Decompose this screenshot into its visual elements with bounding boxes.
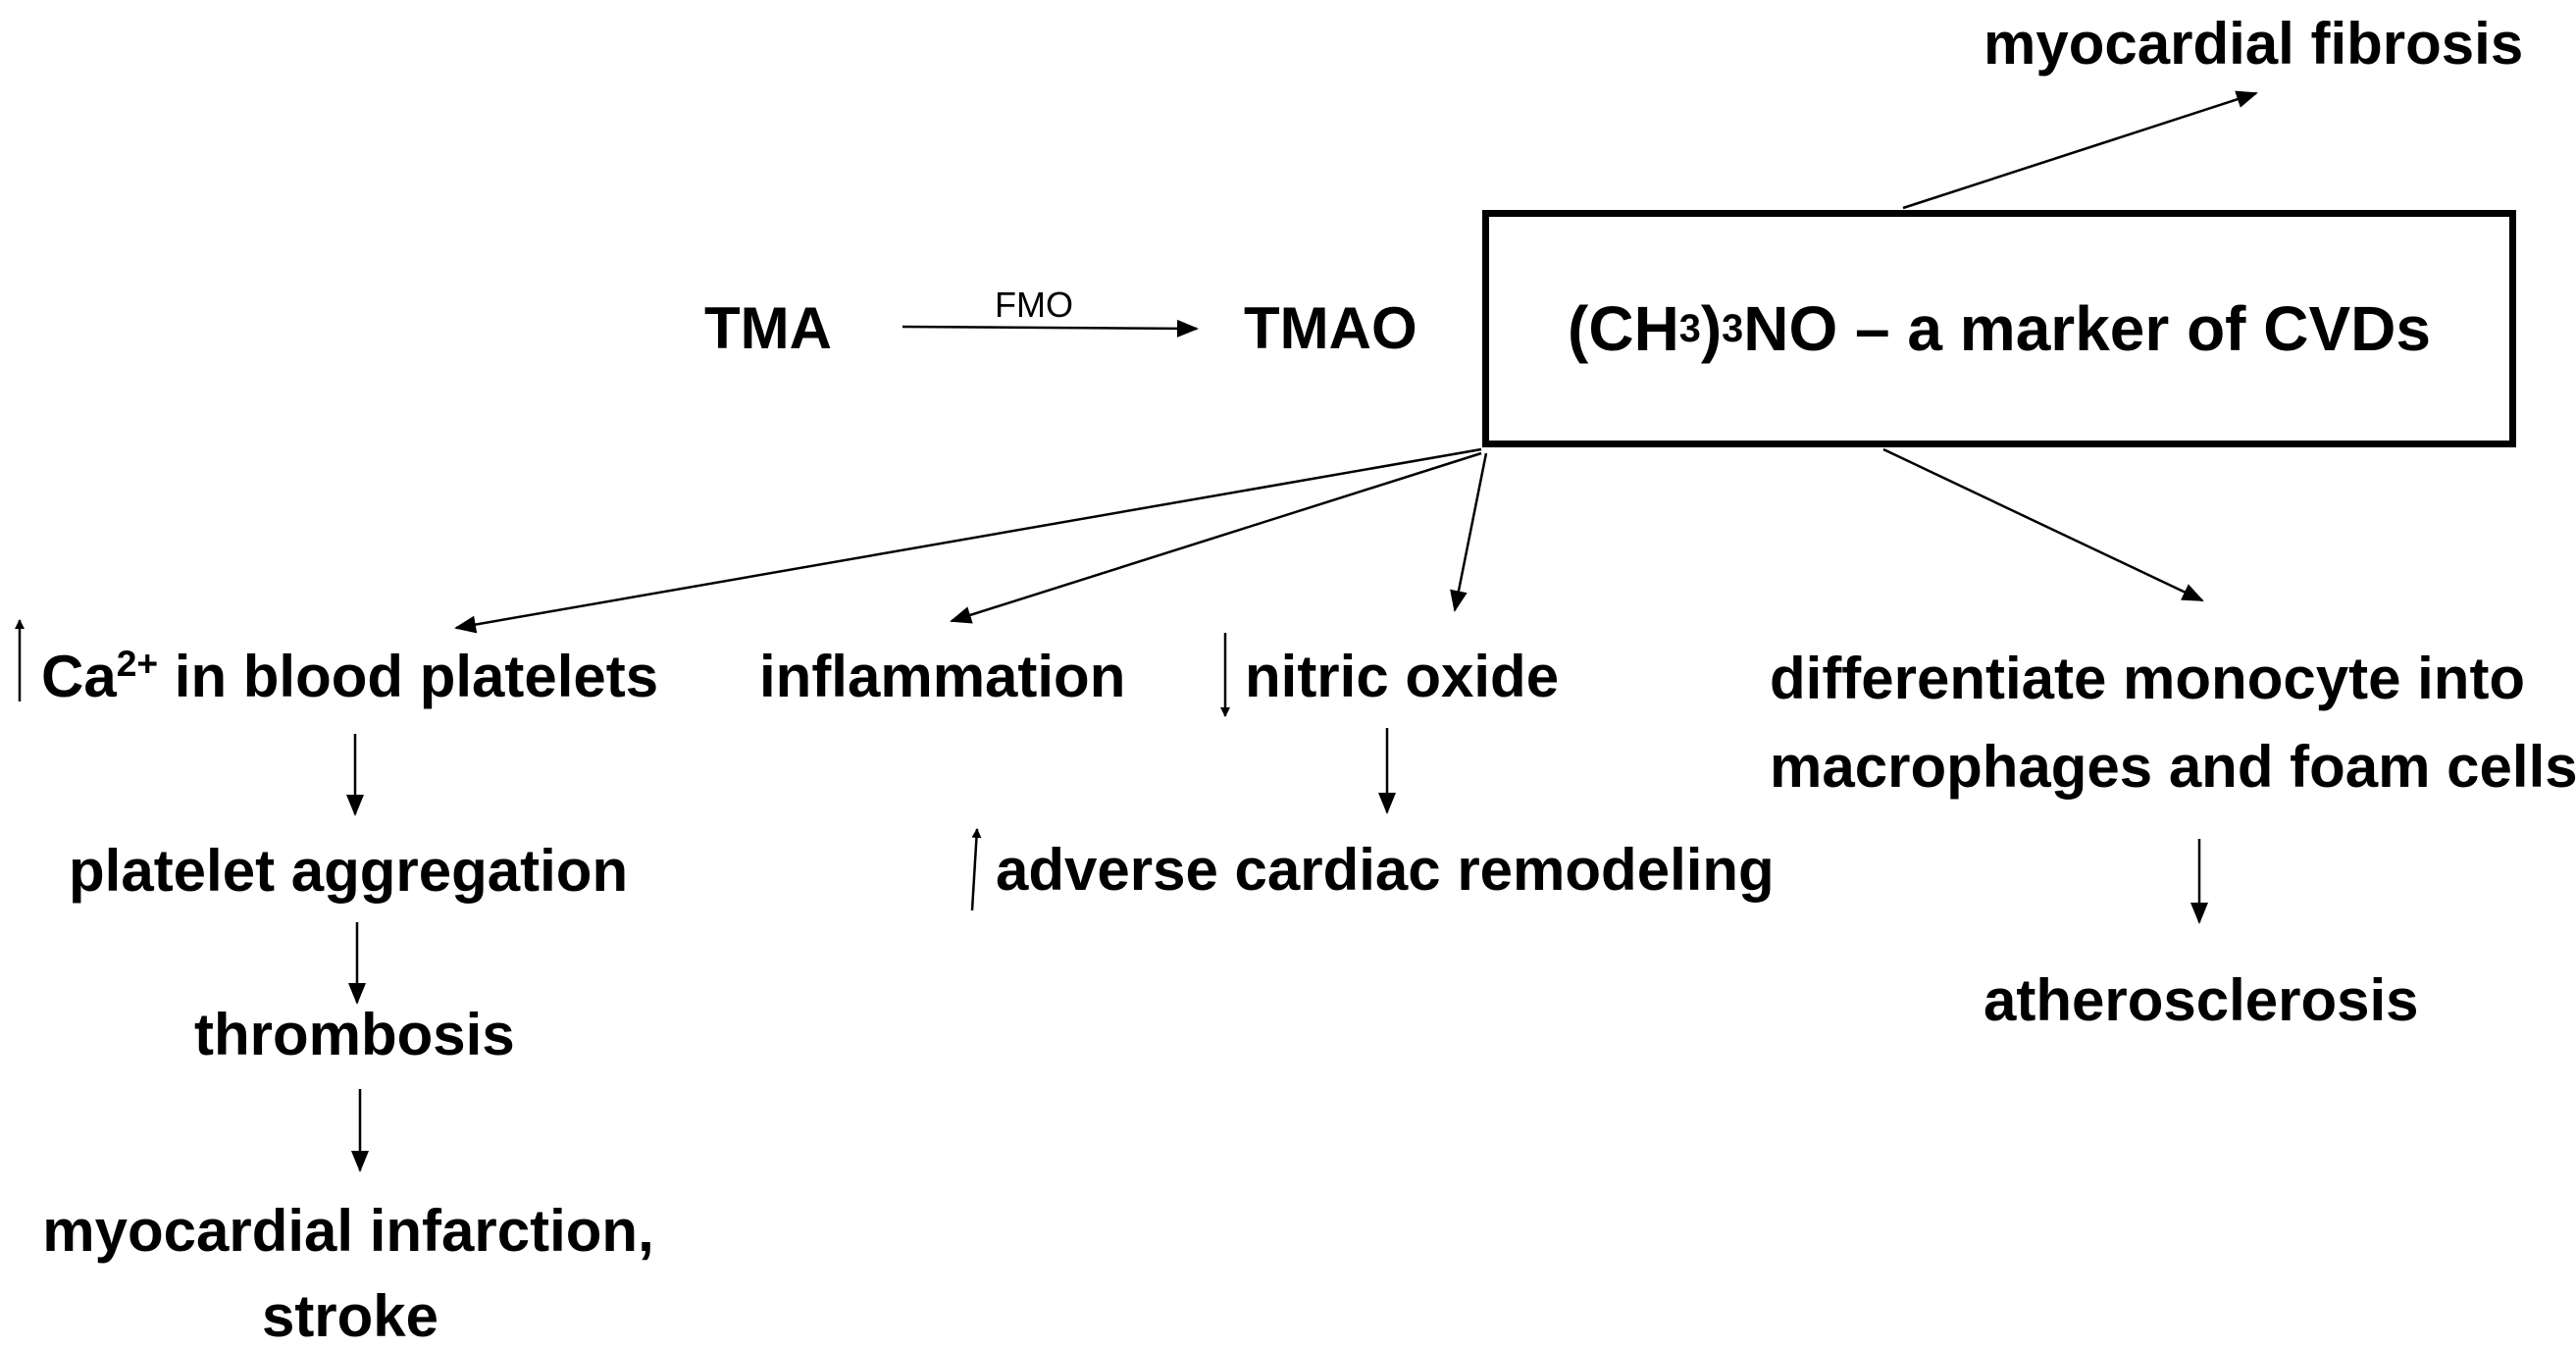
increase-remodeling-icon [970,828,982,911]
arrow-to-differentiate [1882,447,2204,602]
node-mi-line-1: myocardial infarction, [42,1198,654,1264]
arrow-to-myocardial-fibrosis [1902,90,2258,210]
node-atherosclerosis: atherosclerosis [1984,967,2419,1033]
node-tma: TMA [704,295,832,361]
node-differentiate-line-2: macrophages and foam cells [1770,734,2576,800]
marker-mid: ) [1700,293,1723,364]
calcium-sup: 2+ [116,643,159,684]
calcium-prefix: Ca [41,644,117,709]
node-differentiate-line-1: differentiate monocyte into [1770,646,2526,711]
arrow-to-nitric-oxide [1450,452,1488,612]
node-nitric-oxide: nitric oxide [1245,644,1560,709]
marker-suffix: NO – a marker of CVDs [1743,293,2431,364]
arrow-tma-to-tmao [902,319,1199,337]
calcium-suffix: in blood platelets [158,644,659,709]
arrow-to-inflammation [950,451,1482,624]
node-myocardial-fibrosis: myocardial fibrosis [1984,11,2524,77]
arrow-to-calcium [454,447,1482,634]
marker-prefix: (CH [1568,293,1679,364]
node-calcium: Ca2+ in blood platelets [41,645,658,706]
node-adverse-remodeling: adverse cardiac remodeling [996,837,1775,903]
node-platelet-aggregation: platelet aggregation [69,838,629,904]
node-mi-line-2: stroke [261,1283,439,1349]
label-fmo: FMO [995,285,1073,325]
node-inflammation: inflammation [759,644,1126,709]
node-tmao: TMAO [1244,295,1417,361]
node-thrombosis: thrombosis [194,1002,515,1067]
